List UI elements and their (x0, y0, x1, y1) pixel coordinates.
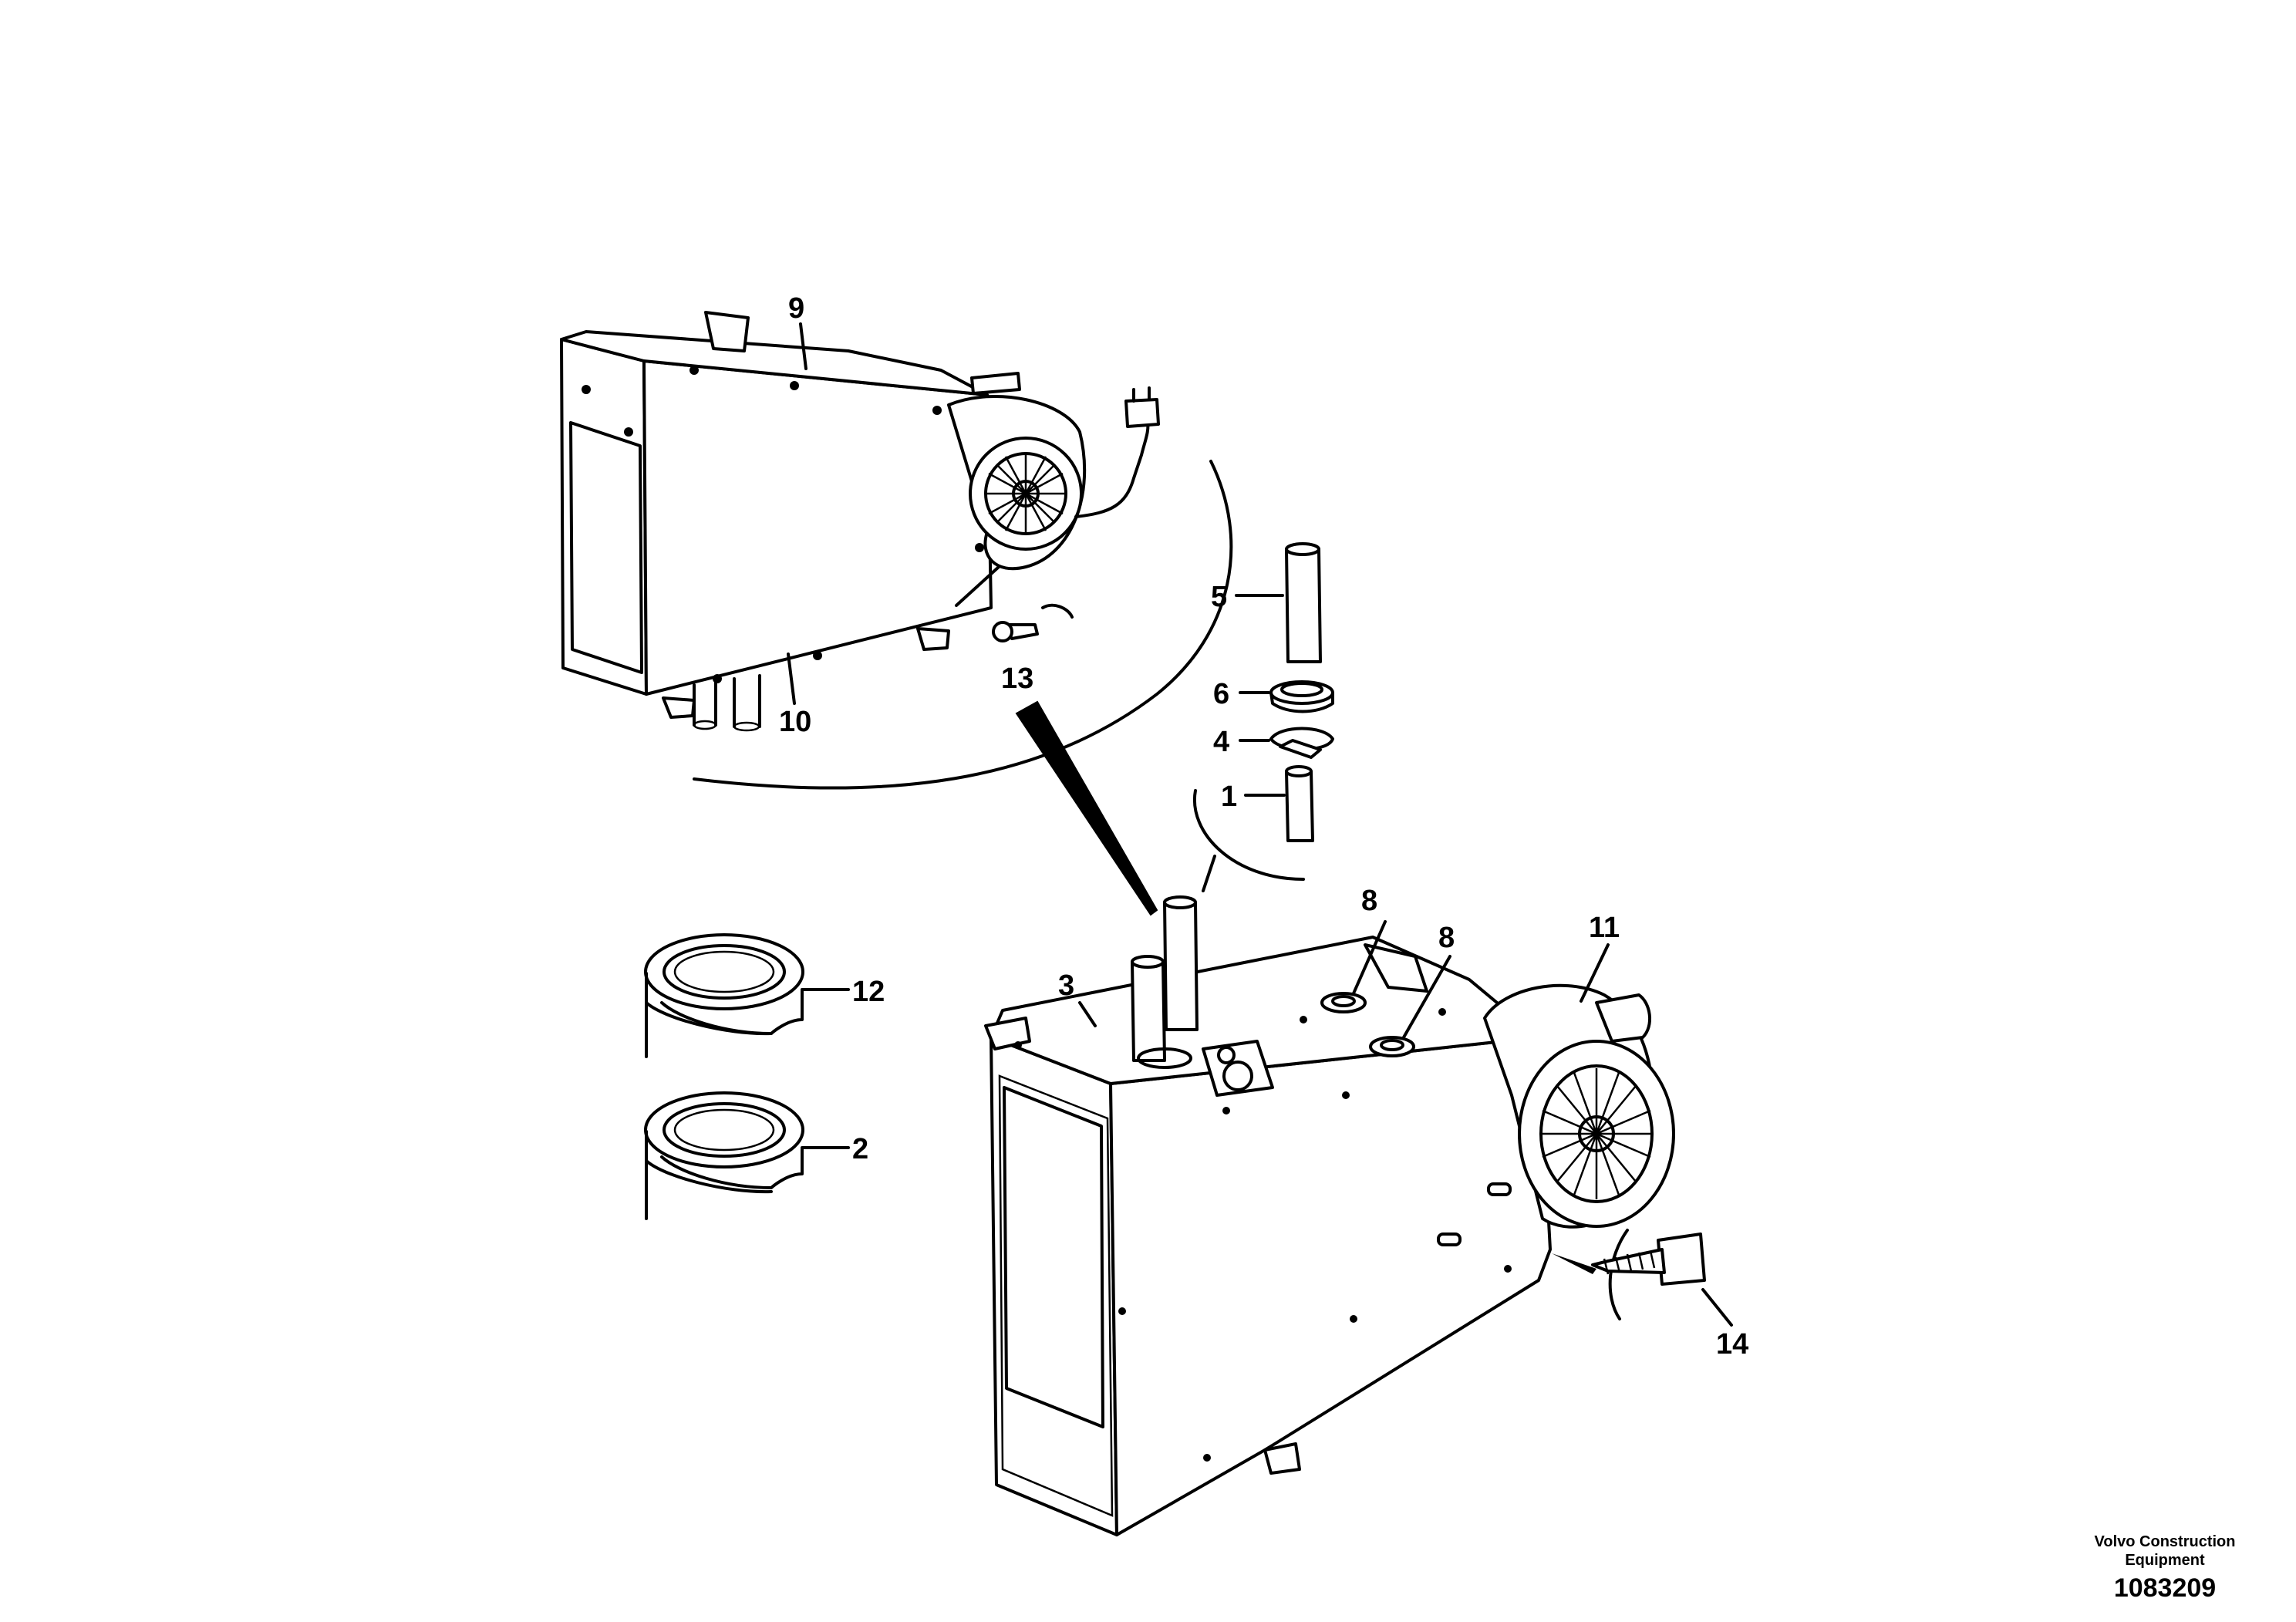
callout-8a: 8 (1361, 885, 1377, 917)
callout-10: 10 (779, 706, 811, 738)
screw-13 (955, 565, 1074, 642)
leader-lines (787, 322, 1733, 1327)
callout-12: 12 (852, 976, 885, 1008)
tape-roll-12 (644, 933, 804, 1058)
screw-pointer (1552, 1253, 1596, 1274)
detail-heater-unit (560, 311, 1160, 732)
callout-14: 14 (1716, 1328, 1748, 1361)
tape-roll-2 (644, 1091, 804, 1220)
main-heater-assembly (984, 895, 1675, 1536)
fitting-stack (1192, 542, 1334, 881)
callout-3: 3 (1058, 969, 1074, 1002)
callout-6: 6 (1213, 678, 1229, 710)
callout-4: 4 (1213, 726, 1229, 758)
drawing-number: 1083209 (2113, 1573, 2217, 1603)
credit-company-line1: Volvo Construction (2094, 1533, 2236, 1550)
callout-13: 13 (1001, 663, 1033, 695)
callout-5: 5 (1211, 581, 1227, 613)
callout-9: 9 (788, 292, 804, 325)
credit-company-line2: Equipment (2125, 1552, 2205, 1569)
detail-view-arc (693, 460, 1233, 790)
callout-2: 2 (852, 1133, 868, 1165)
callout-11: 11 (1589, 912, 1620, 944)
callout-1: 1 (1221, 781, 1237, 813)
callout-8b: 8 (1438, 922, 1455, 954)
screw-14 (1591, 1229, 1706, 1320)
detail-pointer (1015, 700, 1158, 916)
fitting-pointer (1202, 855, 1216, 892)
